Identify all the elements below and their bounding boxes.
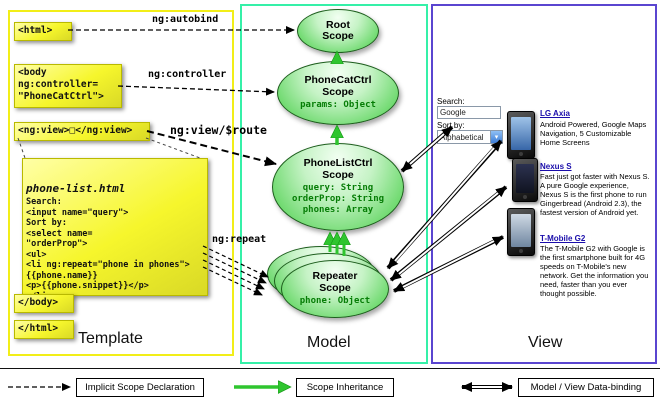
ng-view-tag: <ng:view>□</ng:view> [14,122,150,141]
phone-link-tmobile-g2[interactable]: T-Mobile G2 [540,234,586,243]
phonelistctrl-scope-title: PhoneListCtrl Scope [303,157,373,181]
view-panel-label: View [528,334,563,351]
search-input[interactable] [437,106,501,119]
phone-desc-nexus-s: Fast just got faster with Nexus S. A pur… [540,172,650,217]
phone-screen [511,214,531,247]
phonelistctrl-scope-props: query: String orderProp: String phones: … [291,183,385,215]
root-scope-ellipse: Root Scope [297,9,379,53]
phonecatctrl-scope-ellipse: PhoneCatCtrl Scope params: Object [277,61,399,125]
ng-repeat-label: ng:repeat [212,234,267,245]
phone-desc-lg-axia: Android Powered, Google Maps Navigation,… [540,120,647,147]
phone-image-lg-axia [507,111,535,159]
phone-image-nexus-s [512,158,538,202]
ng-view-route-label: ng:view/$route [170,123,267,137]
phone-button [519,249,523,253]
phone-button [519,152,523,156]
sort-select-value: Alphabetical [440,132,484,142]
phone-list-template-title: phone-list.html [26,182,126,195]
legend-implicit-scope: Implicit Scope Declaration [76,378,204,397]
legend-scope-inheritance-label: Scope Inheritance [306,382,384,393]
phonelistctrl-scope-ellipse: PhoneListCtrl Scope query: String orderP… [272,143,404,231]
phone-image-tmobile-g2 [507,208,535,256]
legend-implicit-scope-label: Implicit Scope Declaration [85,382,195,393]
phonecatctrl-scope-title: PhoneCatCtrl Scope [304,74,372,98]
phone-screen [516,164,534,193]
body-close-tag: </body> [14,294,74,313]
phonecatctrl-scope-props: params: Object [300,100,376,110]
body-open-tag: <body ng:controller= "PhoneCatCtrl"> [14,64,122,108]
model-panel-label: Model [307,334,351,351]
html-open-tag: <html> [14,22,72,41]
phone-link-nexus-s[interactable]: Nexus S [540,162,572,171]
search-label: Search: [437,97,465,106]
phone-button [523,195,527,199]
html-close-tag: </html> [14,320,74,339]
select-dropdown-icon[interactable]: ▾ [490,131,502,143]
phone-desc-tmobile-g2: The T-Mobile G2 with Google is the first… [540,244,649,298]
repeater-scope-ellipse: Repeater Scope phone: Object [281,260,389,318]
legend-data-binding-label: Model / View Data-binding [530,382,642,393]
phone-link-lg-axia[interactable]: LG Axia [540,109,570,118]
root-scope-title: Root Scope [322,18,354,42]
legend-divider [0,368,660,369]
template-panel-label: Template [78,330,143,347]
ng-autobind-label: ng:autobind [152,14,219,25]
repeater-scope-props: phone: Object [299,296,371,306]
legend-scope-inheritance: Scope Inheritance [296,378,394,397]
phone-screen [511,117,531,150]
sort-by-label: Sort by: [437,121,465,130]
legend-data-binding: Model / View Data-binding [518,378,654,397]
repeater-scope-title: Repeater Scope [312,270,358,294]
ng-controller-label: ng:controller [148,69,227,80]
sort-select[interactable]: Alphabetical ▾ [437,130,503,144]
